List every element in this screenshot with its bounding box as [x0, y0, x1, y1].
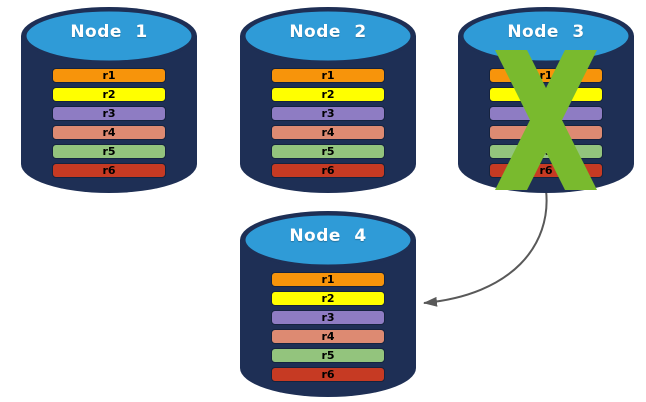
- row-r6: r6: [271, 163, 385, 178]
- node-3-cylinder-failed: Node 3 r1 r2 r3 r4 r5 r6: [457, 6, 635, 194]
- node-label: Node 3: [507, 22, 585, 42]
- row-r5: r5: [489, 144, 603, 159]
- row-r1: r1: [271, 68, 385, 83]
- row-list: r1 r2 r3 r4 r5 r6: [271, 68, 385, 182]
- node-2-cylinder: Node 2 r1 r2 r3 r4 r5 r6: [239, 6, 417, 194]
- row-r1: r1: [271, 272, 385, 287]
- row-list: r1 r2 r3 r4 r5 r6: [52, 68, 166, 182]
- row-r4: r4: [271, 329, 385, 344]
- row-r4: r4: [271, 125, 385, 140]
- row-list: r1 r2 r3 r4 r5 r6: [271, 272, 385, 386]
- row-r3: r3: [271, 106, 385, 121]
- row-r2: r2: [271, 291, 385, 306]
- row-r2: r2: [489, 87, 603, 102]
- row-r4: r4: [489, 125, 603, 140]
- node-1-cylinder: Node 1 r1 r2 r3 r4 r5 r6: [20, 6, 198, 194]
- row-r3: r3: [271, 310, 385, 325]
- row-r6: r6: [271, 367, 385, 382]
- row-r3: r3: [489, 106, 603, 121]
- row-r5: r5: [271, 144, 385, 159]
- row-r5: r5: [52, 144, 166, 159]
- node-label: Node 1: [70, 22, 148, 42]
- row-r4: r4: [52, 125, 166, 140]
- row-list: r1 r2 r3 r4 r5 r6: [489, 68, 603, 182]
- row-r2: r2: [271, 87, 385, 102]
- row-r1: r1: [489, 68, 603, 83]
- row-r6: r6: [52, 163, 166, 178]
- row-r1: r1: [52, 68, 166, 83]
- row-r2: r2: [52, 87, 166, 102]
- node-4-cylinder: Node 4 r1 r2 r3 r4 r5 r6: [239, 210, 417, 398]
- node-label: Node 2: [289, 22, 367, 42]
- row-r6: r6: [489, 163, 603, 178]
- row-r3: r3: [52, 106, 166, 121]
- row-r5: r5: [271, 348, 385, 363]
- node-label: Node 4: [289, 226, 367, 246]
